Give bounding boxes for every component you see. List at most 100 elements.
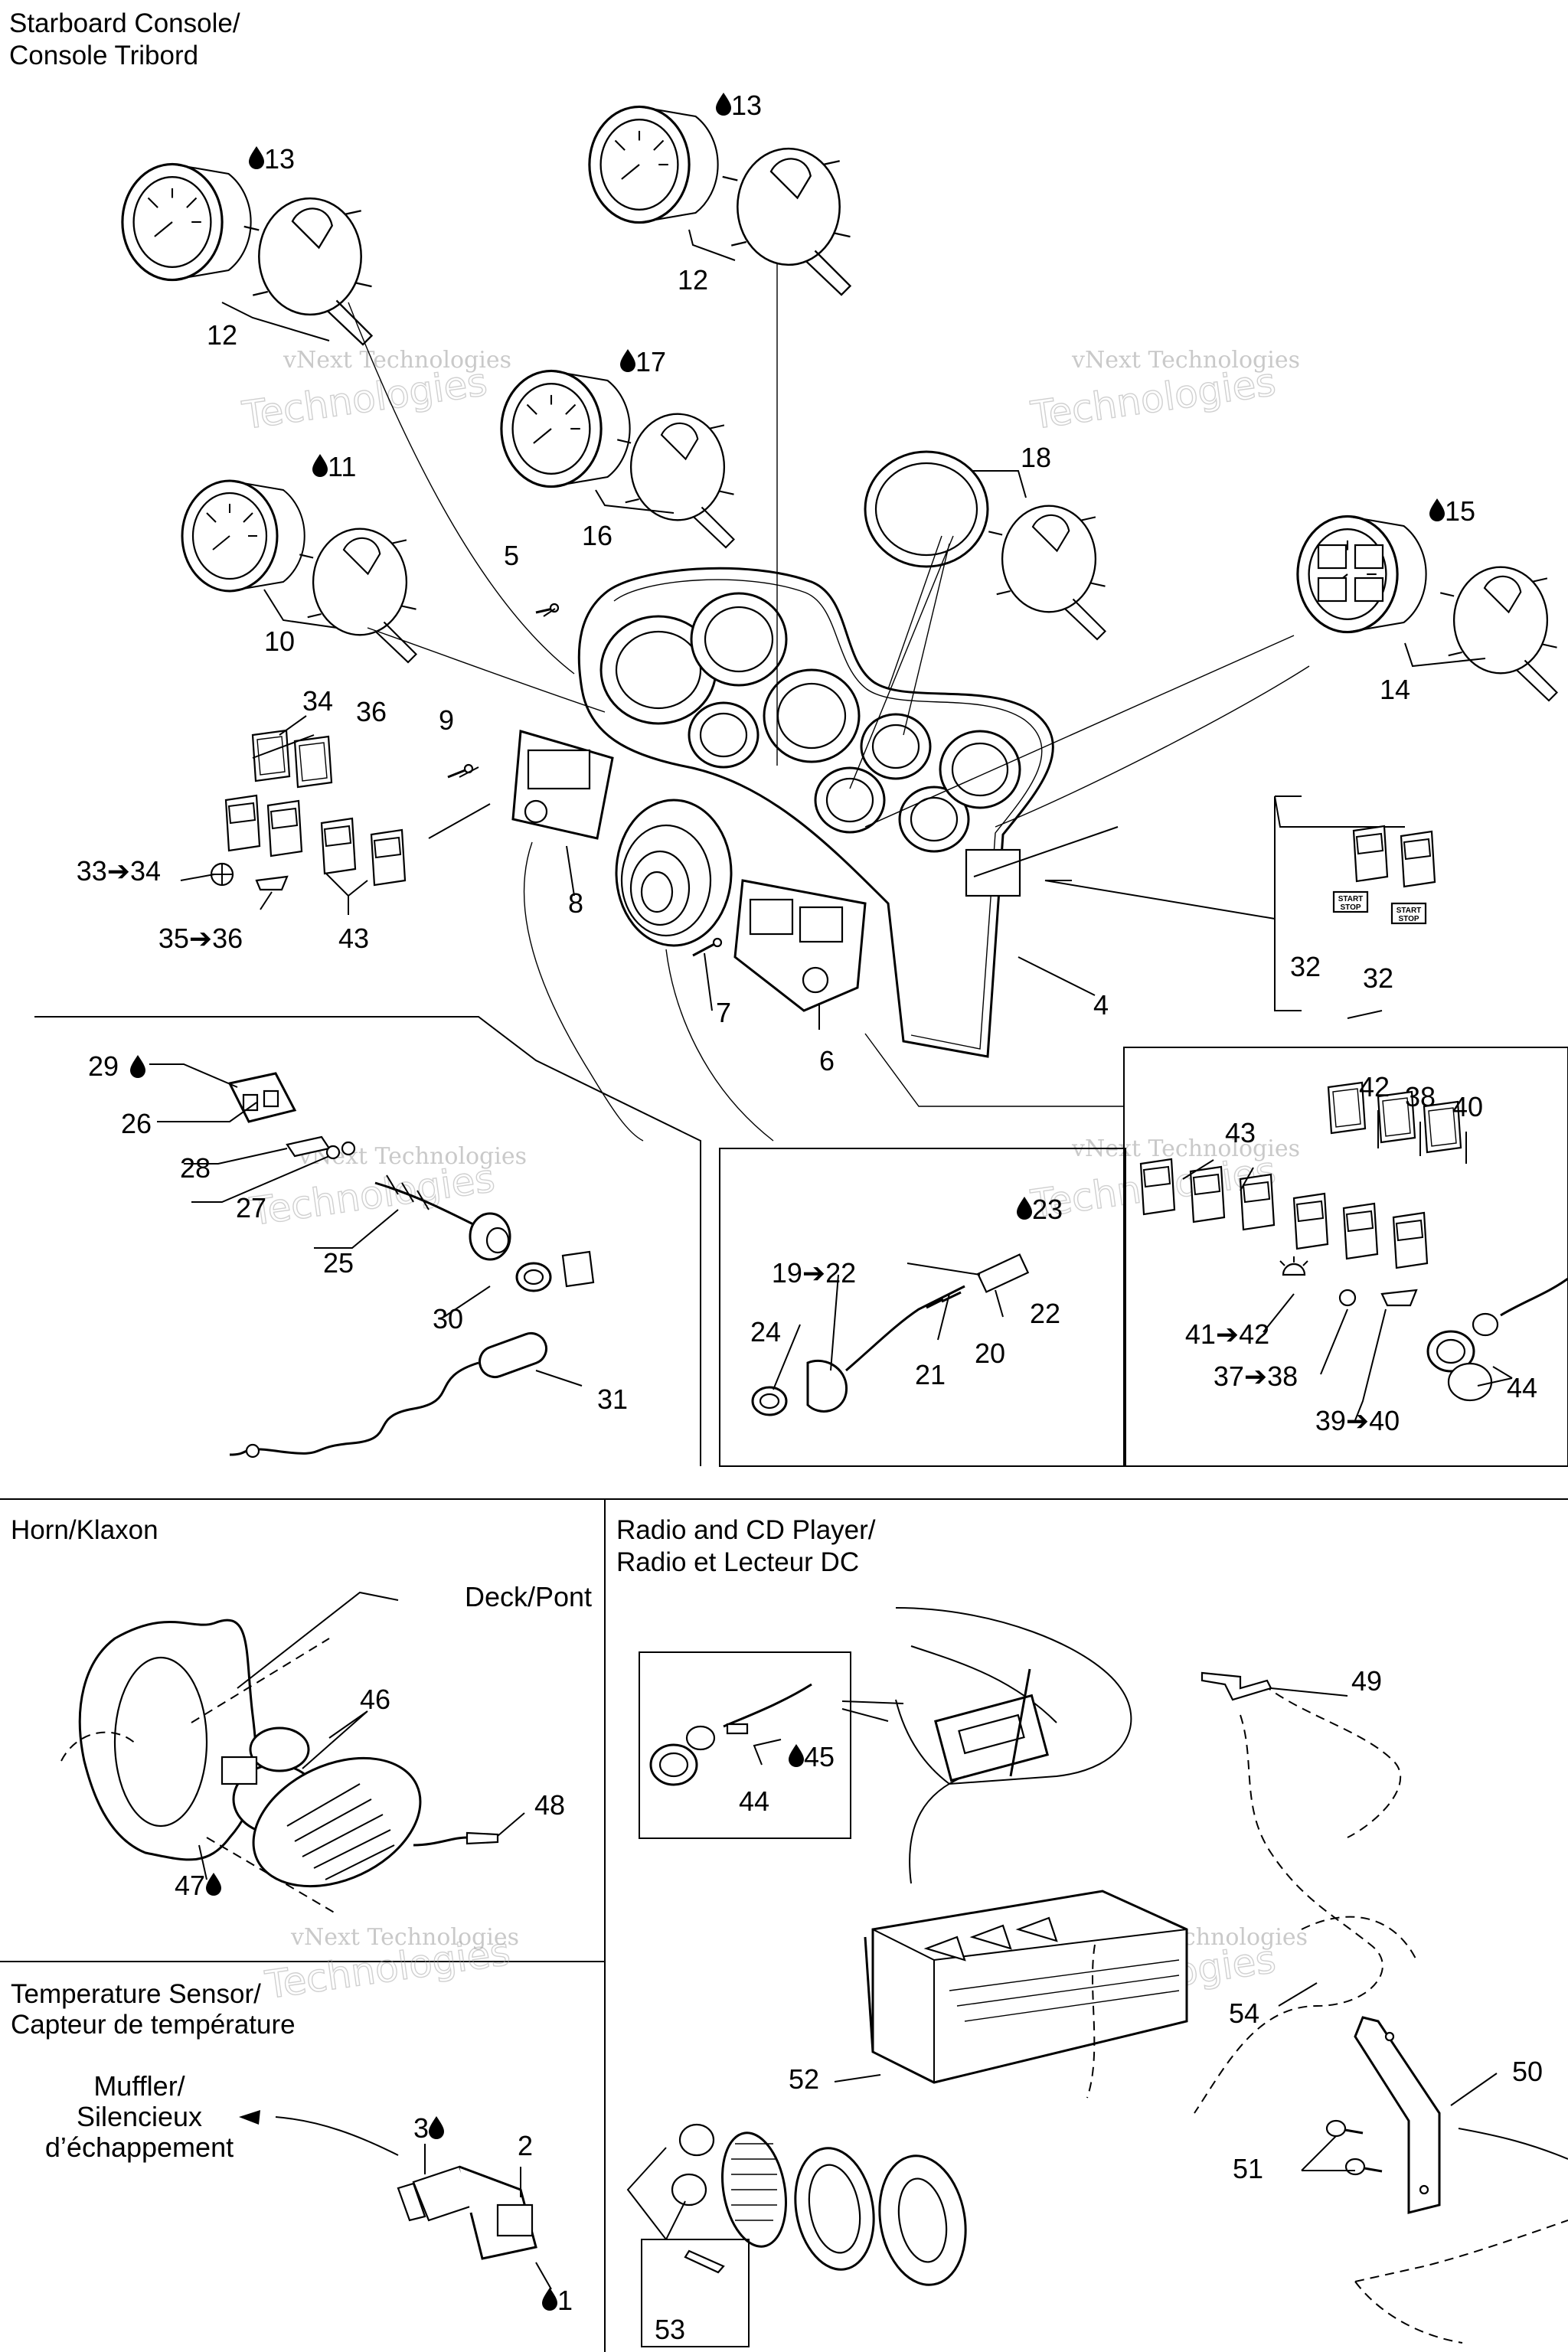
callout-11: 11	[328, 451, 356, 482]
lanyard-assembly	[227, 1072, 595, 1459]
callout-5: 5	[504, 540, 519, 571]
section-title-radio-line2: Radio et Lecteur DC	[616, 1547, 859, 1577]
switch-plate-8	[511, 730, 614, 840]
horn-assembly	[60, 1619, 499, 1915]
callout-17: 17	[635, 346, 666, 377]
radio-cd-player-52	[864, 1890, 1188, 2084]
start-label: START	[1338, 895, 1364, 903]
callout-49: 49	[1351, 1665, 1382, 1697]
callout-16: 16	[582, 520, 612, 551]
callout-41-42: 41➔42	[1185, 1318, 1269, 1350]
gauge-10	[181, 479, 417, 664]
callout-3: 3	[413, 2112, 429, 2144]
callout-39-40: 39➔40	[1315, 1405, 1400, 1436]
temperature-sensor	[397, 2165, 537, 2260]
section-title-starboard-line1: Starboard Console/	[9, 8, 240, 38]
callout-40: 40	[1452, 1091, 1483, 1122]
callout-9: 9	[439, 704, 454, 736]
gauge-12-left	[121, 162, 373, 346]
radio-dash-outline	[895, 1607, 1132, 1785]
callout-35-36: 35➔36	[158, 923, 243, 954]
accessory-switch-box	[1123, 1047, 1568, 1467]
callout-43: 43	[338, 923, 369, 954]
callout-33-34: 33➔34	[77, 855, 161, 887]
svg-text:vNext Technologies: vNext Technologies	[283, 347, 511, 374]
callout-44: 44	[1507, 1372, 1537, 1403]
radio-wiring-harness	[1086, 1684, 1417, 2114]
callout-45: 45	[804, 1741, 835, 1772]
section-title-horn: Horn/Klaxon	[11, 1515, 158, 1545]
section-title-temp-line2: Capteur de température	[11, 2010, 296, 2040]
callout-25: 25	[323, 1247, 354, 1279]
callout-14: 14	[1380, 674, 1410, 705]
antenna-socket	[649, 1683, 812, 1786]
callout-38: 38	[1405, 1081, 1436, 1112]
gauge-12-top	[588, 105, 851, 296]
muffler-label-line3: d’échappement	[45, 2132, 234, 2163]
callout-22: 22	[1030, 1298, 1060, 1329]
gauge-18	[864, 450, 1106, 641]
callout-27: 27	[236, 1192, 266, 1223]
screws-51	[1325, 2119, 1383, 2176]
switch-plate-6	[733, 879, 867, 1012]
deck-label: Deck/Pont	[465, 1581, 592, 1612]
screw-7	[692, 937, 723, 957]
muffler-label-line1: Muffler/	[93, 2070, 185, 2102]
callout-8: 8	[568, 887, 583, 919]
ignition-switch-24	[751, 1253, 1030, 1416]
callout-4: 4	[1093, 989, 1109, 1021]
section-title-temp-line1: Temperature Sensor/	[11, 1979, 261, 2009]
callout-12: 12	[678, 264, 708, 296]
stop-label: STOP	[1340, 903, 1361, 912]
ignition-key-box	[719, 1148, 1126, 1467]
callout-1: 1	[557, 2285, 573, 2316]
callout-30: 30	[433, 1303, 463, 1334]
section-title-radio-line1: Radio and CD Player/	[616, 1515, 876, 1545]
callout-28: 28	[180, 1152, 211, 1184]
callout-44: 44	[739, 1785, 769, 1817]
callout-48: 48	[534, 1789, 565, 1821]
callout-2: 2	[518, 2130, 533, 2161]
callout-26: 26	[121, 1108, 152, 1139]
callout-29: 29	[88, 1050, 119, 1082]
callout-15: 15	[1445, 495, 1475, 527]
callout-32: 32	[1363, 962, 1393, 994]
callout-53: 53	[655, 2314, 685, 2345]
callout-42: 42	[1359, 1071, 1390, 1102]
start-label: START	[1396, 906, 1422, 915]
callout-18: 18	[1021, 442, 1051, 473]
svg-text:vNext Technologies: vNext Technologies	[1071, 347, 1300, 374]
callout-37-38: 37➔38	[1214, 1361, 1298, 1392]
callout-54: 54	[1229, 1998, 1259, 2029]
callout-51: 51	[1233, 2153, 1263, 2184]
speaker-assembly-53	[641, 2123, 967, 2347]
callout-31: 31	[597, 1383, 628, 1415]
callout-labels: 13 12 13 12 17 16 11 10 18 15 14 5 34 36…	[45, 90, 1543, 2345]
radio-antenna-box	[639, 1651, 851, 1839]
muffler-arrowhead	[239, 2110, 260, 2125]
section-title-starboard-line2: Console Tribord	[9, 41, 198, 70]
callout-21: 21	[915, 1359, 946, 1390]
steering-helm-cover	[615, 799, 733, 947]
switch-group-right	[1139, 1081, 1568, 1402]
callout-13: 13	[731, 90, 762, 121]
stop-label: STOP	[1398, 915, 1419, 923]
gauge-16	[500, 369, 735, 549]
switch-group-left	[210, 729, 407, 891]
leader-lines	[149, 229, 1513, 2290]
bracket-50	[1354, 2016, 1441, 2214]
callout-10: 10	[264, 626, 295, 657]
callout-24: 24	[750, 1316, 781, 1348]
callout-13: 13	[264, 143, 295, 175]
instrument-panel-4	[577, 567, 1054, 1058]
callout-23: 23	[1032, 1194, 1063, 1225]
callout-50: 50	[1512, 2056, 1543, 2087]
callout-32: 32	[1290, 951, 1321, 982]
bracket-49	[1200, 1671, 1272, 1701]
callout-19-22: 19➔22	[772, 1257, 856, 1289]
deck-outline	[1354, 2128, 1568, 2344]
callout-52: 52	[789, 2063, 819, 2095]
muffler-label-line2: Silencieux	[77, 2101, 202, 2132]
callout-12: 12	[207, 319, 237, 351]
svg-text:vNext Technologies: vNext Technologies	[290, 1924, 519, 1951]
